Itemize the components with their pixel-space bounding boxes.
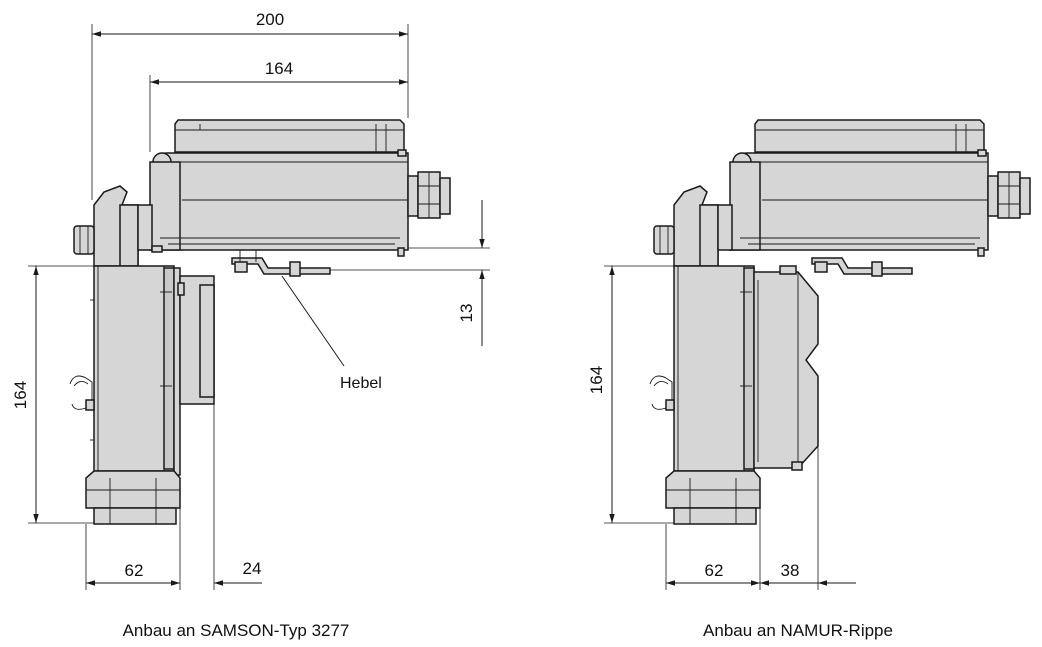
actuator-yoke bbox=[90, 265, 175, 472]
hand-knob bbox=[649, 375, 675, 411]
housing-body bbox=[729, 149, 989, 257]
namur-block bbox=[753, 265, 819, 471]
dim-164-height: 164 bbox=[587, 366, 606, 394]
dim-13: 13 bbox=[457, 304, 476, 323]
caption-samson: Anbau an SAMSON-Typ 3277 bbox=[123, 621, 350, 640]
caption-namur: Anbau an NAMUR-Rippe bbox=[703, 621, 893, 640]
hand-knob bbox=[69, 375, 95, 411]
pedestal bbox=[665, 470, 761, 525]
flange-plate bbox=[173, 267, 215, 476]
dim-62: 62 bbox=[125, 561, 144, 580]
housing-lid bbox=[174, 119, 405, 153]
lever bbox=[811, 257, 913, 277]
pedestal bbox=[85, 470, 181, 525]
view-samson-3277: 200 164 164 13 62 24 Hebel Anbau an SAMS… bbox=[11, 10, 490, 640]
dimension-lines bbox=[28, 24, 490, 590]
cable-gland bbox=[987, 171, 1031, 219]
dim-164-top: 164 bbox=[265, 59, 293, 78]
actuator-yoke bbox=[673, 265, 755, 472]
cable-gland bbox=[407, 171, 451, 219]
lever bbox=[231, 250, 331, 277]
housing-body bbox=[149, 149, 409, 257]
dim-200: 200 bbox=[256, 10, 284, 29]
dimension-labels: 200 164 164 13 62 24 Hebel bbox=[11, 10, 476, 580]
view-namur: 164 62 38 Anbau an NAMUR-Rippe bbox=[587, 119, 1031, 640]
dim-164-height: 164 bbox=[11, 381, 30, 409]
dim-62: 62 bbox=[705, 561, 724, 580]
dim-38: 38 bbox=[781, 561, 800, 580]
dimension-labels: 164 62 38 bbox=[587, 366, 799, 580]
adapter-block bbox=[653, 185, 733, 267]
dimension-lines bbox=[604, 265, 856, 590]
adapter-block bbox=[73, 185, 163, 267]
label-hebel: Hebel bbox=[340, 375, 382, 392]
housing-lid bbox=[754, 119, 985, 153]
dim-24: 24 bbox=[243, 559, 262, 578]
